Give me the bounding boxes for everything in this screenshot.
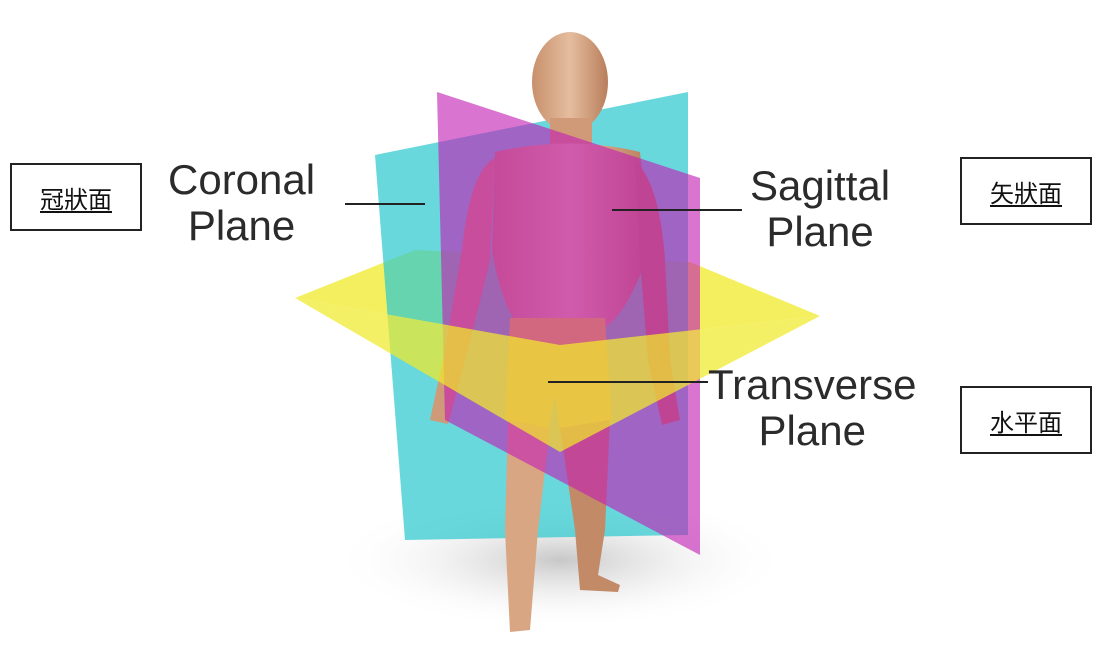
coronal-label-line1: Coronal bbox=[168, 156, 316, 203]
sagittal-label-line1: Sagittal bbox=[750, 162, 891, 209]
coronal-chinese-box: 冠狀面 bbox=[10, 163, 142, 231]
sagittal-label-line2: Plane bbox=[766, 208, 874, 255]
transverse-label-line2: Plane bbox=[758, 407, 866, 454]
transverse-plane-front bbox=[295, 298, 820, 452]
coronal-label-line2: Plane bbox=[187, 202, 296, 249]
transverse-chinese-text: 水平面 bbox=[990, 408, 1062, 437]
sagittal-chinese-text: 矢狀面 bbox=[990, 179, 1062, 208]
transverse-label-line1: Transverse bbox=[708, 361, 917, 408]
coronal-chinese-text: 冠狀面 bbox=[40, 185, 112, 214]
transverse-plane-label: Transverse Plane bbox=[708, 362, 917, 454]
coronal-plane-label: Coronal Plane bbox=[168, 157, 315, 249]
sagittal-plane-label: Sagittal Plane bbox=[750, 163, 890, 255]
sagittal-plane bbox=[437, 92, 700, 555]
sagittal-chinese-box: 矢狀面 bbox=[960, 157, 1092, 225]
transverse-chinese-box: 水平面 bbox=[960, 386, 1092, 454]
